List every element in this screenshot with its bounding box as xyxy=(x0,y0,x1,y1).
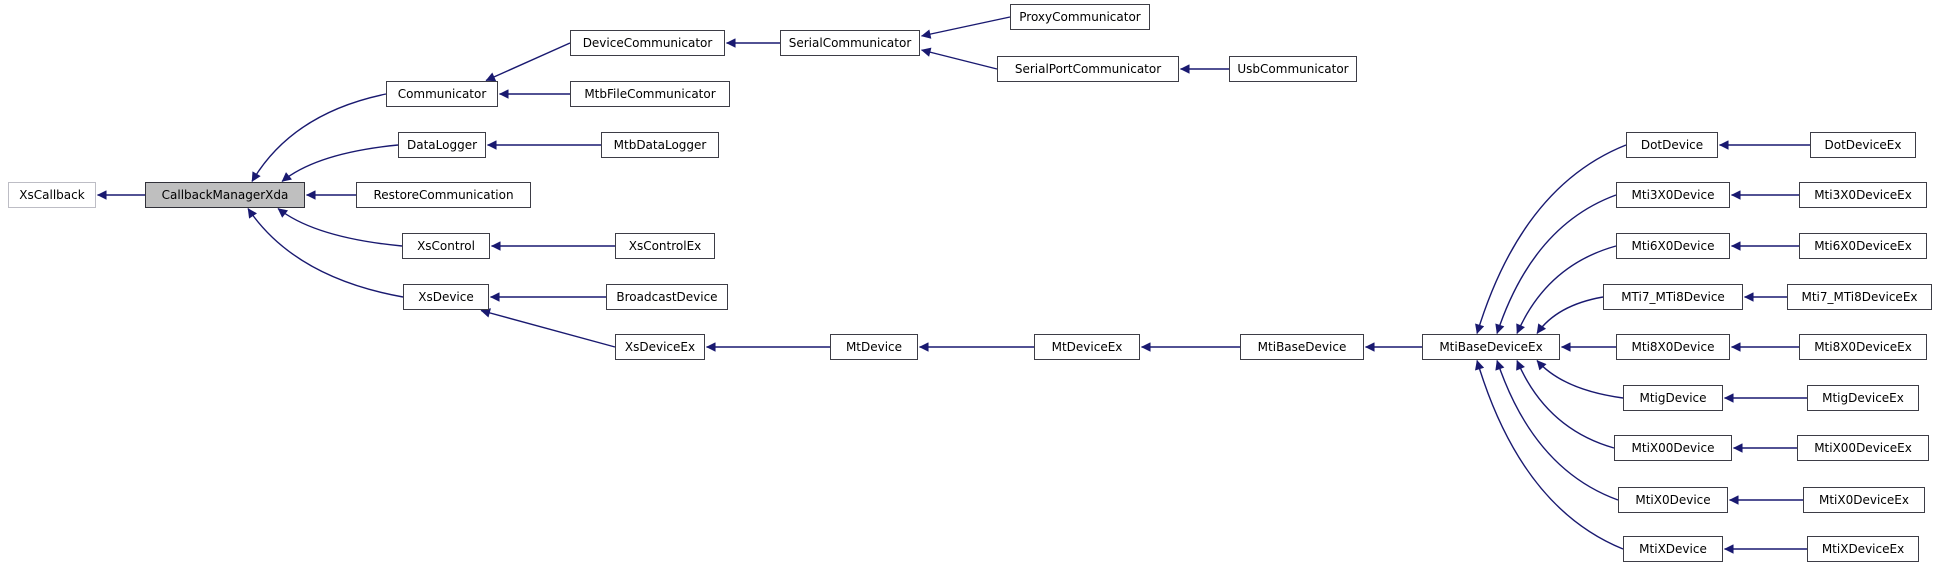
class-node-Mti8X0Device[interactable]: Mti8X0Device xyxy=(1616,334,1730,360)
class-node-MtiXDevice[interactable]: MtiXDevice xyxy=(1623,536,1723,562)
class-node-MTi7_MTi8Device[interactable]: MTi7_MTi8Device xyxy=(1603,284,1743,310)
class-node-XsControlEx[interactable]: XsControlEx xyxy=(615,233,715,259)
inheritance-arrow-SerialPortCommunicator-to-SerialCommunicator xyxy=(921,47,998,70)
inheritance-arrow-Communicator-to-CallbackManagerXda xyxy=(251,93,387,182)
class-node-MtiX00DeviceEx[interactable]: MtiX00DeviceEx xyxy=(1797,435,1929,461)
inheritance-arrow-MTi7_MTi8Device-to-MtiBaseDeviceEx xyxy=(1536,296,1604,334)
class-node-MtiBaseDeviceEx[interactable]: MtiBaseDeviceEx xyxy=(1422,334,1560,360)
class-node-SerialCommunicator[interactable]: SerialCommunicator xyxy=(780,30,920,56)
inheritance-arrow-ProxyCommunicator-to-SerialCommunicator xyxy=(921,16,1011,39)
class-node-Mti7_MTi8DeviceEx[interactable]: Mti7_MTi8DeviceEx xyxy=(1787,284,1932,310)
class-node-XsControl[interactable]: XsControl xyxy=(402,233,490,259)
class-node-DeviceCommunicator[interactable]: DeviceCommunicator xyxy=(570,30,725,56)
inheritance-arrow-XsDeviceEx-to-XsDevice xyxy=(480,308,616,348)
inheritance-arrow-Mti3X0Device-to-MtiBaseDeviceEx xyxy=(1495,194,1617,334)
class-node-Mti6X0DeviceEx[interactable]: Mti6X0DeviceEx xyxy=(1799,233,1927,259)
inheritance-arrow-XsControl-to-CallbackManagerXda xyxy=(277,207,403,247)
class-node-MtigDeviceEx[interactable]: MtigDeviceEx xyxy=(1807,385,1919,411)
class-node-RestoreCommunication[interactable]: RestoreCommunication xyxy=(356,182,531,208)
inheritance-arrow-MtigDevice-to-MtiBaseDeviceEx xyxy=(1536,360,1624,399)
class-node-SerialPortCommunicator[interactable]: SerialPortCommunicator xyxy=(997,56,1179,82)
inheritance-arrow-DataLogger-to-CallbackManagerXda xyxy=(281,144,399,183)
class-node-MtiX00Device[interactable]: MtiX00Device xyxy=(1614,435,1732,461)
class-node-MtbFileCommunicator[interactable]: MtbFileCommunicator xyxy=(570,81,730,107)
class-node-MtiX0DeviceEx[interactable]: MtiX0DeviceEx xyxy=(1803,487,1925,513)
class-node-MtbDataLogger[interactable]: MtbDataLogger xyxy=(601,132,719,158)
class-node-Mti8X0DeviceEx[interactable]: Mti8X0DeviceEx xyxy=(1799,334,1927,360)
class-node-ProxyCommunicator[interactable]: ProxyCommunicator xyxy=(1010,4,1150,30)
inheritance-arrow-MtiXDevice-to-MtiBaseDeviceEx xyxy=(1475,360,1624,550)
inheritance-arrow-Mti6X0Device-to-MtiBaseDeviceEx xyxy=(1516,245,1617,334)
class-node-MtDevice[interactable]: MtDevice xyxy=(830,334,918,360)
class-node-Communicator[interactable]: Communicator xyxy=(386,81,498,107)
class-node-XsDevice[interactable]: XsDevice xyxy=(403,284,489,310)
class-node-DotDeviceEx[interactable]: DotDeviceEx xyxy=(1810,132,1916,158)
inheritance-arrow-MtiX00Device-to-MtiBaseDeviceEx xyxy=(1516,360,1615,449)
inheritance-arrow-MtiX0Device-to-MtiBaseDeviceEx xyxy=(1495,360,1619,501)
inheritance-arrow-DeviceCommunicator-to-Communicator xyxy=(485,42,571,82)
class-node-MtiX0Device[interactable]: MtiX0Device xyxy=(1618,487,1728,513)
class-node-Mti6X0Device[interactable]: Mti6X0Device xyxy=(1616,233,1730,259)
class-node-XsCallback: XsCallback xyxy=(8,182,96,208)
inheritance-arrow-XsDevice-to-CallbackManagerXda xyxy=(247,208,404,298)
class-node-MtDeviceEx[interactable]: MtDeviceEx xyxy=(1034,334,1140,360)
class-node-Mti3X0DeviceEx[interactable]: Mti3X0DeviceEx xyxy=(1799,182,1927,208)
class-node-Mti3X0Device[interactable]: Mti3X0Device xyxy=(1616,182,1730,208)
class-node-MtiBaseDevice[interactable]: MtiBaseDevice xyxy=(1240,334,1364,360)
class-node-UsbCommunicator[interactable]: UsbCommunicator xyxy=(1229,56,1357,82)
class-node-MtigDevice[interactable]: MtigDevice xyxy=(1623,385,1723,411)
class-node-BroadcastDevice[interactable]: BroadcastDevice xyxy=(606,284,728,310)
class-node-CallbackManagerXda: CallbackManagerXda xyxy=(145,182,305,208)
class-node-XsDeviceEx[interactable]: XsDeviceEx xyxy=(615,334,705,360)
class-node-MtiXDeviceEx[interactable]: MtiXDeviceEx xyxy=(1807,536,1919,562)
class-node-DotDevice[interactable]: DotDevice xyxy=(1626,132,1718,158)
class-node-DataLogger[interactable]: DataLogger xyxy=(398,132,486,158)
